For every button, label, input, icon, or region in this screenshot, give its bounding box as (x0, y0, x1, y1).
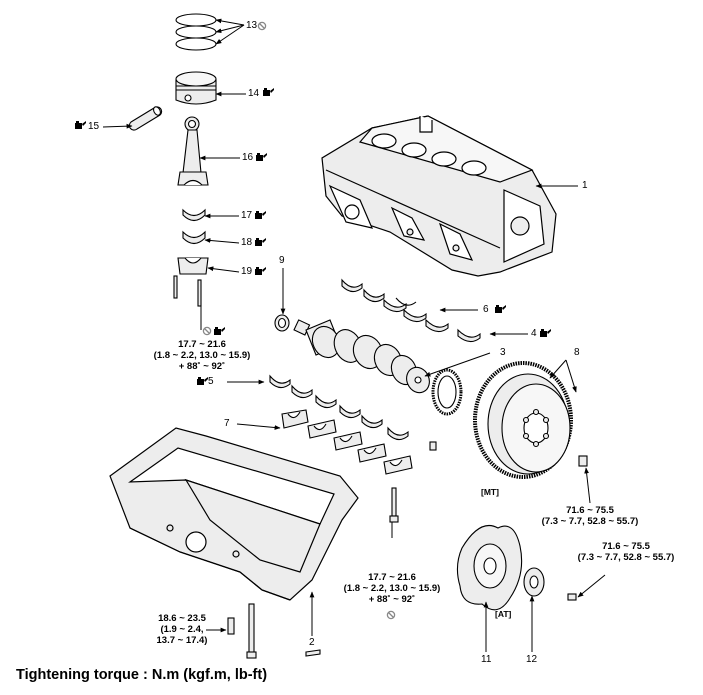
piston-pin-part (128, 106, 163, 131)
cylinder-block-part (321, 115, 557, 277)
callout-14: 14 (248, 88, 260, 99)
oil-seal-part (274, 314, 290, 332)
callout-7: 7 (224, 418, 230, 429)
upper-main-bearings-part (341, 278, 481, 343)
tightening-torque-note: Tightening torque : N.m (kgf.m, lb-ft) (16, 667, 268, 683)
callout-2: 2 (309, 637, 315, 648)
main-bearing-caps-part (281, 409, 437, 475)
drive-plate-part (456, 524, 523, 611)
reluctor-ring-part (431, 368, 463, 416)
flywheel-part (473, 361, 588, 479)
callout-15: 15 (88, 121, 100, 132)
oil-pan-bolts-part (227, 603, 257, 659)
torque-spec-oil-pan: 18.6 ~ 23.5 (1.9 ~ 2.4, 13.7 ~ 17.4) (156, 613, 208, 646)
callout-3: 3 (500, 347, 506, 358)
callout-18: 18 (241, 237, 253, 248)
callout-17: 17 (241, 210, 253, 221)
torque-spec-conrod: 17.7 ~ 21.6 (1.8 ~ 2.2, 13.0 ~ 15.9) + 8… (153, 339, 251, 372)
conrod-cap-part (173, 257, 209, 307)
lower-main-bearings-part (269, 374, 409, 441)
leader-lines (102, 18, 606, 652)
callout-12: 12 (526, 654, 538, 665)
torque-spec-flywheel: 71.6 ~ 75.5 (7.3 ~ 7.7, 52.8 ~ 55.7) (541, 505, 639, 527)
oil-pan-part (109, 427, 359, 601)
crankshaft-part (293, 319, 430, 394)
callout-1: 1 (582, 180, 588, 191)
conrod-bearings-part (182, 208, 206, 245)
callout-8: 8 (574, 347, 580, 358)
at-annotation: [AT] (495, 609, 512, 619)
adapter-plate-part (523, 567, 577, 601)
callout-5: 5 (208, 376, 214, 387)
callout-16: 16 (242, 152, 254, 163)
piston-rings-part (175, 13, 217, 51)
callout-4: 4 (531, 328, 537, 339)
callout-9: 9 (279, 255, 285, 266)
torque-spec-drive-plate: 71.6 ~ 75.5 (7.3 ~ 7.7, 52.8 ~ 55.7) (577, 541, 675, 563)
piston-part (175, 71, 217, 105)
main-bearing-bolt-part (389, 487, 399, 523)
torque-spec-main-bearing: 17.7 ~ 21.6 (1.8 ~ 2.2, 13.0 ~ 15.9) + 8… (343, 572, 441, 605)
mt-annotation: [MT] (481, 487, 499, 497)
callout-11: 11 (481, 654, 492, 665)
callout-13: 13 (246, 20, 258, 31)
drain-plug-part (305, 649, 321, 657)
callout-6: 6 (483, 304, 489, 315)
callout-19: 19 (241, 266, 253, 277)
connecting-rod-part (177, 116, 209, 186)
